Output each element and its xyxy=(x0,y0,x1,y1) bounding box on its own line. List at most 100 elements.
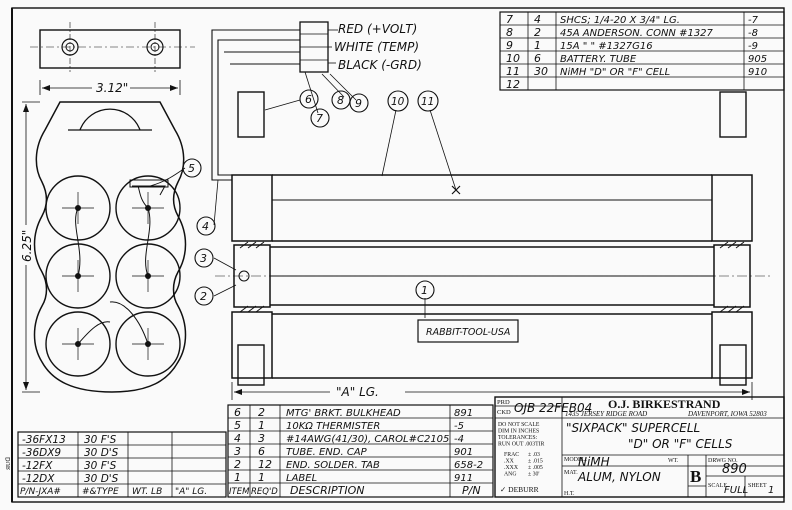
upper-bom-description: SHCS; 1/4-20 X 3/4" LG. xyxy=(560,15,680,26)
company-address: 1435 JERSEY RIDGE ROAD xyxy=(565,410,647,418)
title-block-note: TOLERANCES: xyxy=(498,435,538,441)
lower-bom-item: 4 xyxy=(234,432,241,445)
item-balloons: 1 2 3 4 5 6 7 8 9 10 11 xyxy=(149,71,457,318)
lower-bom-item: 5 xyxy=(234,419,241,432)
balloon-3: 3 xyxy=(200,252,207,265)
variant-header-a: "A" LG. xyxy=(175,487,207,497)
label-box-text: RABBIT-TOOL-USA xyxy=(426,327,510,338)
lower-bom-pn: 658-2 xyxy=(454,460,483,471)
balloon-5: 5 xyxy=(188,162,195,175)
upper-bom-pn: 905 xyxy=(748,54,767,65)
lower-bom-pn: 891 xyxy=(454,408,473,419)
upper-bom-qty: 1 xyxy=(534,39,541,52)
width-dimension-label: 3.12" xyxy=(96,81,128,95)
label-box xyxy=(417,319,519,343)
upper-bom-pn: -9 xyxy=(748,41,758,52)
scale-value: FULL xyxy=(724,485,748,496)
sheet-value: 1 xyxy=(768,485,774,496)
balloon-1: 1 xyxy=(421,284,428,297)
lower-bom-qty: 2 xyxy=(258,406,265,419)
upper-bom-qty: 6 xyxy=(534,52,541,65)
wt-label: WT. xyxy=(668,458,679,464)
lower-bom-item: 3 xyxy=(234,445,241,458)
lower-bom-item: 1 xyxy=(234,471,241,484)
upper-bom-item: 7 xyxy=(506,13,513,26)
pack-side-view: RABBIT-TOOL-USA xyxy=(215,91,770,386)
lower-bom-description: #14AWG(41/30), CAROL#C2105 xyxy=(286,434,449,445)
bom-header-pn: P/N xyxy=(462,484,481,497)
lower-bom-description: 10KΩ THERMISTER xyxy=(286,421,380,432)
length-dimension-label: "A" LG. xyxy=(336,385,379,399)
lower-bom-item: 2 xyxy=(234,458,241,471)
balloon-9: 9 xyxy=(355,97,362,110)
scale-label: SCALE xyxy=(708,483,727,489)
lower-bom-qty: 1 xyxy=(258,471,265,484)
variant-header-pn: P/N-JXA# xyxy=(20,487,61,497)
tolerance-value: ± .015 xyxy=(528,459,543,465)
variant-type: 30 F'S xyxy=(84,434,117,446)
ckd-label: CKD xyxy=(497,409,511,416)
side-stamp: ЯUᗡ xyxy=(6,457,12,470)
balloon-10: 10 xyxy=(391,96,405,108)
tolerance-key: .XXX xyxy=(504,465,519,471)
variant-pn: -12DX xyxy=(22,473,55,485)
lower-bom-qty: 12 xyxy=(258,458,272,471)
upper-bom-description: BATTERY. TUBE xyxy=(560,54,637,65)
upper-bom-pn: -8 xyxy=(748,28,758,39)
mat-label: MAT. xyxy=(564,470,578,476)
title-line-1: "SIXPACK" SUPERCELL xyxy=(566,421,700,435)
tolerance-value: ± .03 xyxy=(528,452,540,458)
balloon-8: 8 xyxy=(337,94,344,107)
ht-label: H.T. xyxy=(564,491,575,497)
variant-pn: -36DX9 xyxy=(22,447,61,459)
sheet-label: SHEET xyxy=(748,483,767,489)
model-value: NiMH xyxy=(578,455,610,469)
wire-red-label: RED (+VOLT) xyxy=(338,22,417,36)
tolerance-key: FRAC xyxy=(504,452,519,458)
upper-bom-description: 45A ANDERSON. CONN #1327 xyxy=(560,28,714,39)
length-dimension: "A" LG. xyxy=(231,382,753,400)
title-block-note: DIM IN INCHES xyxy=(498,429,539,435)
lower-bom-pn: -4 xyxy=(454,434,464,445)
upper-bom-description: 15A " " #1327G16 xyxy=(560,41,653,52)
balloon-4: 4 xyxy=(202,220,209,233)
pack-end-view xyxy=(33,101,187,393)
variant-type: 30 D'S xyxy=(84,473,119,485)
lower-bom-qty: 6 xyxy=(258,445,265,458)
balloon-11: 11 xyxy=(421,96,434,108)
tolerance-key: ANG xyxy=(504,472,517,478)
wire-black-label: BLACK (-GRD) xyxy=(338,58,422,72)
title-block-note: RUN OUT .003TIR xyxy=(498,442,545,448)
prd-label: PRD xyxy=(497,399,510,406)
deburr-note: ✓ DEBURR xyxy=(500,485,539,494)
balloon-7: 7 xyxy=(316,112,323,125)
bom-header-description: DESCRIPTION xyxy=(290,484,364,497)
tolerance-value: ± 30' xyxy=(528,472,539,478)
upper-bom-item: 9 xyxy=(506,39,513,52)
title-block: PRD CKD OJB 22FEB04 O.J. BIRKESTRAND 143… xyxy=(494,396,785,498)
lower-bom-description: LABEL xyxy=(286,473,317,484)
upper-bom-description: NiMH "D" OR "F" CELL xyxy=(560,67,670,78)
title-line-2: "D" OR "F" CELLS xyxy=(628,437,733,451)
height-dimension: 6.25" xyxy=(20,101,40,393)
variant-type: 30 F'S xyxy=(84,460,117,472)
upper-bom-qty: 30 xyxy=(534,65,548,78)
height-dimension-label: 6.25" xyxy=(20,230,34,262)
variant-pn: -12FX xyxy=(22,460,53,472)
dwg-label: DRWG NO. xyxy=(708,458,738,464)
lower-bom-description: END. SOLDER. TAB xyxy=(286,460,380,471)
lower-bom-description: MTG' BRKT. BULKHEAD xyxy=(286,408,401,419)
wire-harness: RED (+VOLT) WHITE (TEMP) BLACK (-GRD) xyxy=(211,21,422,181)
prd-value: OJB 22FEB04 xyxy=(514,401,592,415)
bom-header-reqd: REQ'D xyxy=(251,487,278,497)
lower-bom-qty: 3 xyxy=(258,432,265,445)
upper-bom-item: 8 xyxy=(506,26,513,39)
company-name: O.J. BIRKESTRAND xyxy=(608,397,721,411)
upper-bom-item: 12 xyxy=(506,78,520,91)
variant-header-type: #&TYPE xyxy=(82,487,119,497)
lower-parts-list: 6 2 MTG' BRKT. BULKHEAD 891 5 1 10KΩ THERMISTE… xyxy=(227,404,494,498)
balloon-2: 2 xyxy=(200,290,207,303)
